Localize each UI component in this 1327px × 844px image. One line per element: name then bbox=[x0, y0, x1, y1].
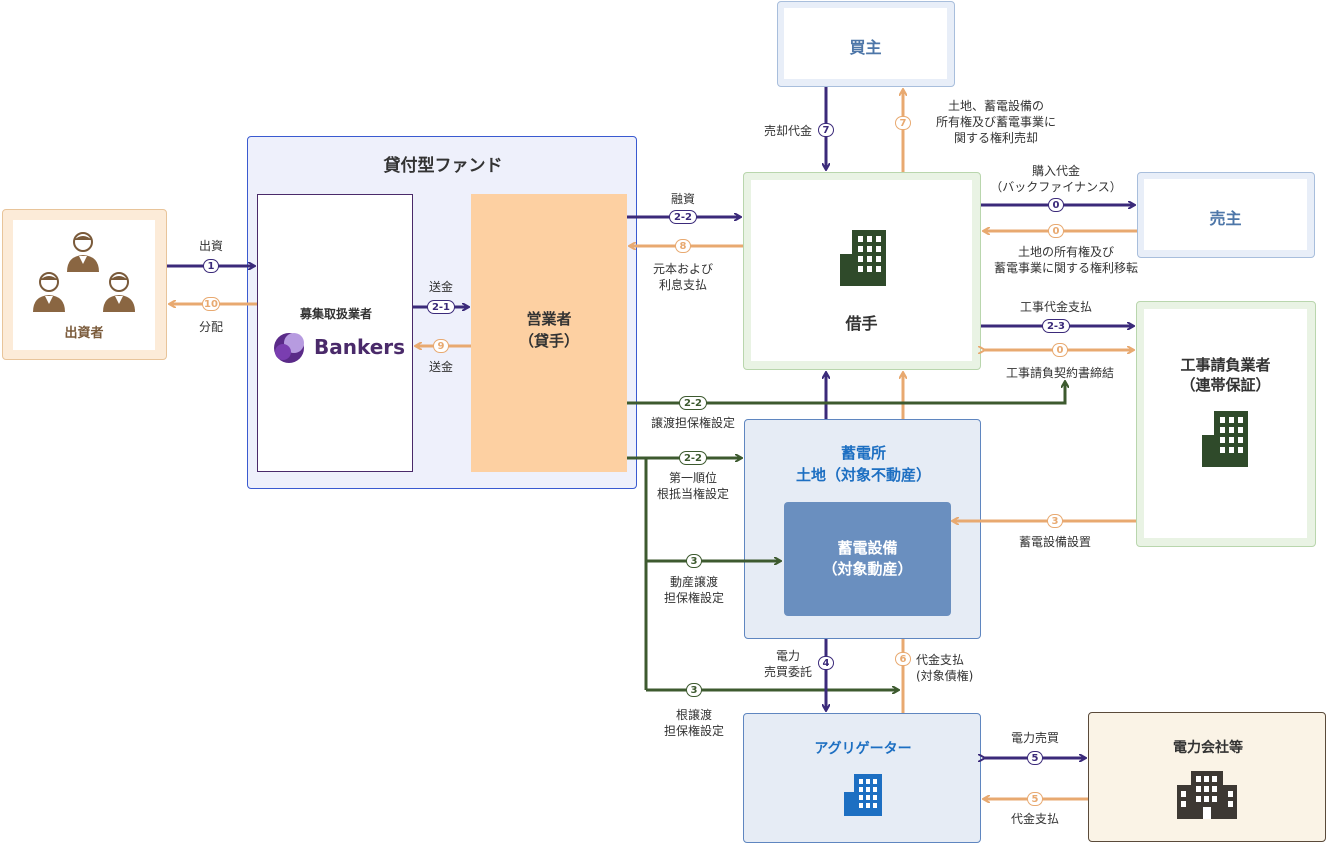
badge-loan: 2-2 bbox=[669, 210, 697, 224]
badge-contract: 0 bbox=[1052, 343, 1068, 357]
label-purchase: 購入代金 （バックファイナンス） bbox=[990, 164, 1122, 194]
badge-power-trade: 5 bbox=[1027, 751, 1043, 765]
badge-remit-1: 2-1 bbox=[427, 300, 455, 314]
fund-title: 貸付型ファンド bbox=[383, 156, 503, 176]
badge-assign-security: 2-2 bbox=[679, 396, 707, 410]
badge-construction-pay: 2-3 bbox=[1042, 319, 1070, 333]
label-rights-sale: 土地、蓄電設備の 所有権及び蓄電事業に 関する権利売却 bbox=[935, 99, 1056, 145]
buyer-box[interactable]: 買主 bbox=[777, 1, 955, 87]
label-remit-9: 送金 bbox=[428, 360, 453, 374]
person-icon bbox=[67, 232, 99, 272]
label-contract: 工事請負契約書締結 bbox=[1005, 366, 1114, 380]
label-remit-1: 送金 bbox=[428, 280, 453, 294]
operator-label: 営業者 （貸手） bbox=[518, 310, 579, 350]
label-payment-claim: 代金支払 (対象債権) bbox=[916, 653, 974, 683]
seller-box[interactable]: 売主 bbox=[1137, 172, 1315, 258]
operator-box[interactable]: 営業者 （貸手） bbox=[471, 194, 627, 472]
label-transfer: 土地の所有権及び 蓄電事業に関する権利移転 bbox=[993, 245, 1138, 275]
seller-label: 売主 bbox=[1209, 209, 1242, 228]
label-construction-pay: 工事代金支払 bbox=[1019, 300, 1092, 314]
badge-sale-price: 7 bbox=[818, 123, 834, 137]
label-assign-security: 譲渡担保権設定 bbox=[650, 416, 735, 430]
badge-install: 3 bbox=[1047, 514, 1063, 528]
broker-label: 募集取扱業者 bbox=[299, 307, 372, 321]
station-label: 蓄電所 土地（対象不動産） bbox=[795, 444, 931, 484]
badge-power-consign: 4 bbox=[818, 656, 834, 670]
badge-root-security: 3 bbox=[686, 683, 702, 697]
label-mortgage: 第一順位 根抵当権設定 bbox=[656, 471, 729, 501]
equipment-box[interactable]: 蓄電設備 （対象動産） bbox=[784, 502, 951, 616]
badge-purchase: 0 bbox=[1048, 198, 1064, 212]
label-movable-security: 動産譲渡 担保権設定 bbox=[663, 575, 724, 605]
broker-box[interactable]: 募集取扱業者 Bankers bbox=[257, 194, 413, 472]
label-repay: 元本および 利息支払 bbox=[652, 262, 713, 292]
equipment-label: 蓄電設備 （対象動産） bbox=[822, 539, 913, 578]
borrower-box[interactable]: 借手 bbox=[743, 172, 981, 370]
label-install: 蓄電設備設置 bbox=[1018, 535, 1091, 549]
label-root-security: 根譲渡 担保権設定 bbox=[663, 708, 724, 738]
label-power-trade: 電力売買 bbox=[1010, 731, 1059, 745]
investors-box[interactable]: 出資者 bbox=[2, 209, 167, 360]
label-power-consign: 電力 売買委託 bbox=[763, 649, 812, 679]
building-icon bbox=[844, 774, 882, 816]
station-box[interactable]: 蓄電所 土地（対象不動産） 蓄電設備 （対象動産） bbox=[744, 419, 981, 639]
aggregator-label: アグリゲーター bbox=[814, 741, 912, 757]
power-company-label: 電力会社等 bbox=[1173, 740, 1243, 756]
power-company-box[interactable]: 電力会社等 bbox=[1088, 712, 1326, 842]
bankers-logo-icon bbox=[274, 333, 304, 363]
building-icon bbox=[1202, 411, 1248, 467]
label-loan: 融資 bbox=[670, 192, 695, 206]
badge-movable-security: 3 bbox=[686, 554, 702, 568]
borrower-label: 借手 bbox=[845, 314, 878, 333]
building-icon bbox=[840, 230, 886, 286]
badge-transfer: 0 bbox=[1048, 224, 1064, 238]
contractor-box[interactable]: 工事請負業者 （連帯保証） bbox=[1136, 301, 1316, 547]
person-icon bbox=[103, 272, 135, 312]
label-sale-price: 売却代金 bbox=[763, 124, 812, 138]
badge-payment-claim: 6 bbox=[895, 652, 911, 666]
badge-remit-9: 9 bbox=[433, 339, 449, 353]
badge-mortgage: 2-2 bbox=[679, 451, 707, 465]
badge-rights-sale: 7 bbox=[895, 116, 911, 130]
label-distribute: 分配 bbox=[198, 320, 223, 334]
aggregator-box[interactable]: アグリゲーター bbox=[743, 713, 981, 843]
broker-logo-text: Bankers bbox=[314, 335, 406, 359]
investors-label: 出資者 bbox=[64, 326, 104, 341]
person-icon bbox=[33, 272, 65, 312]
badge-distribute: 10 bbox=[202, 297, 220, 311]
label-invest: 出資 bbox=[198, 239, 223, 253]
badge-repay: 8 bbox=[675, 239, 691, 253]
label-price-pay: 代金支払 bbox=[1010, 812, 1059, 826]
contractor-label: 工事請負業者 （連帯保証） bbox=[1180, 356, 1271, 394]
badge-price-pay: 5 bbox=[1027, 792, 1043, 806]
badge-invest: 1 bbox=[203, 259, 219, 273]
buyer-label: 買主 bbox=[849, 38, 882, 57]
building-icon bbox=[1177, 771, 1237, 819]
